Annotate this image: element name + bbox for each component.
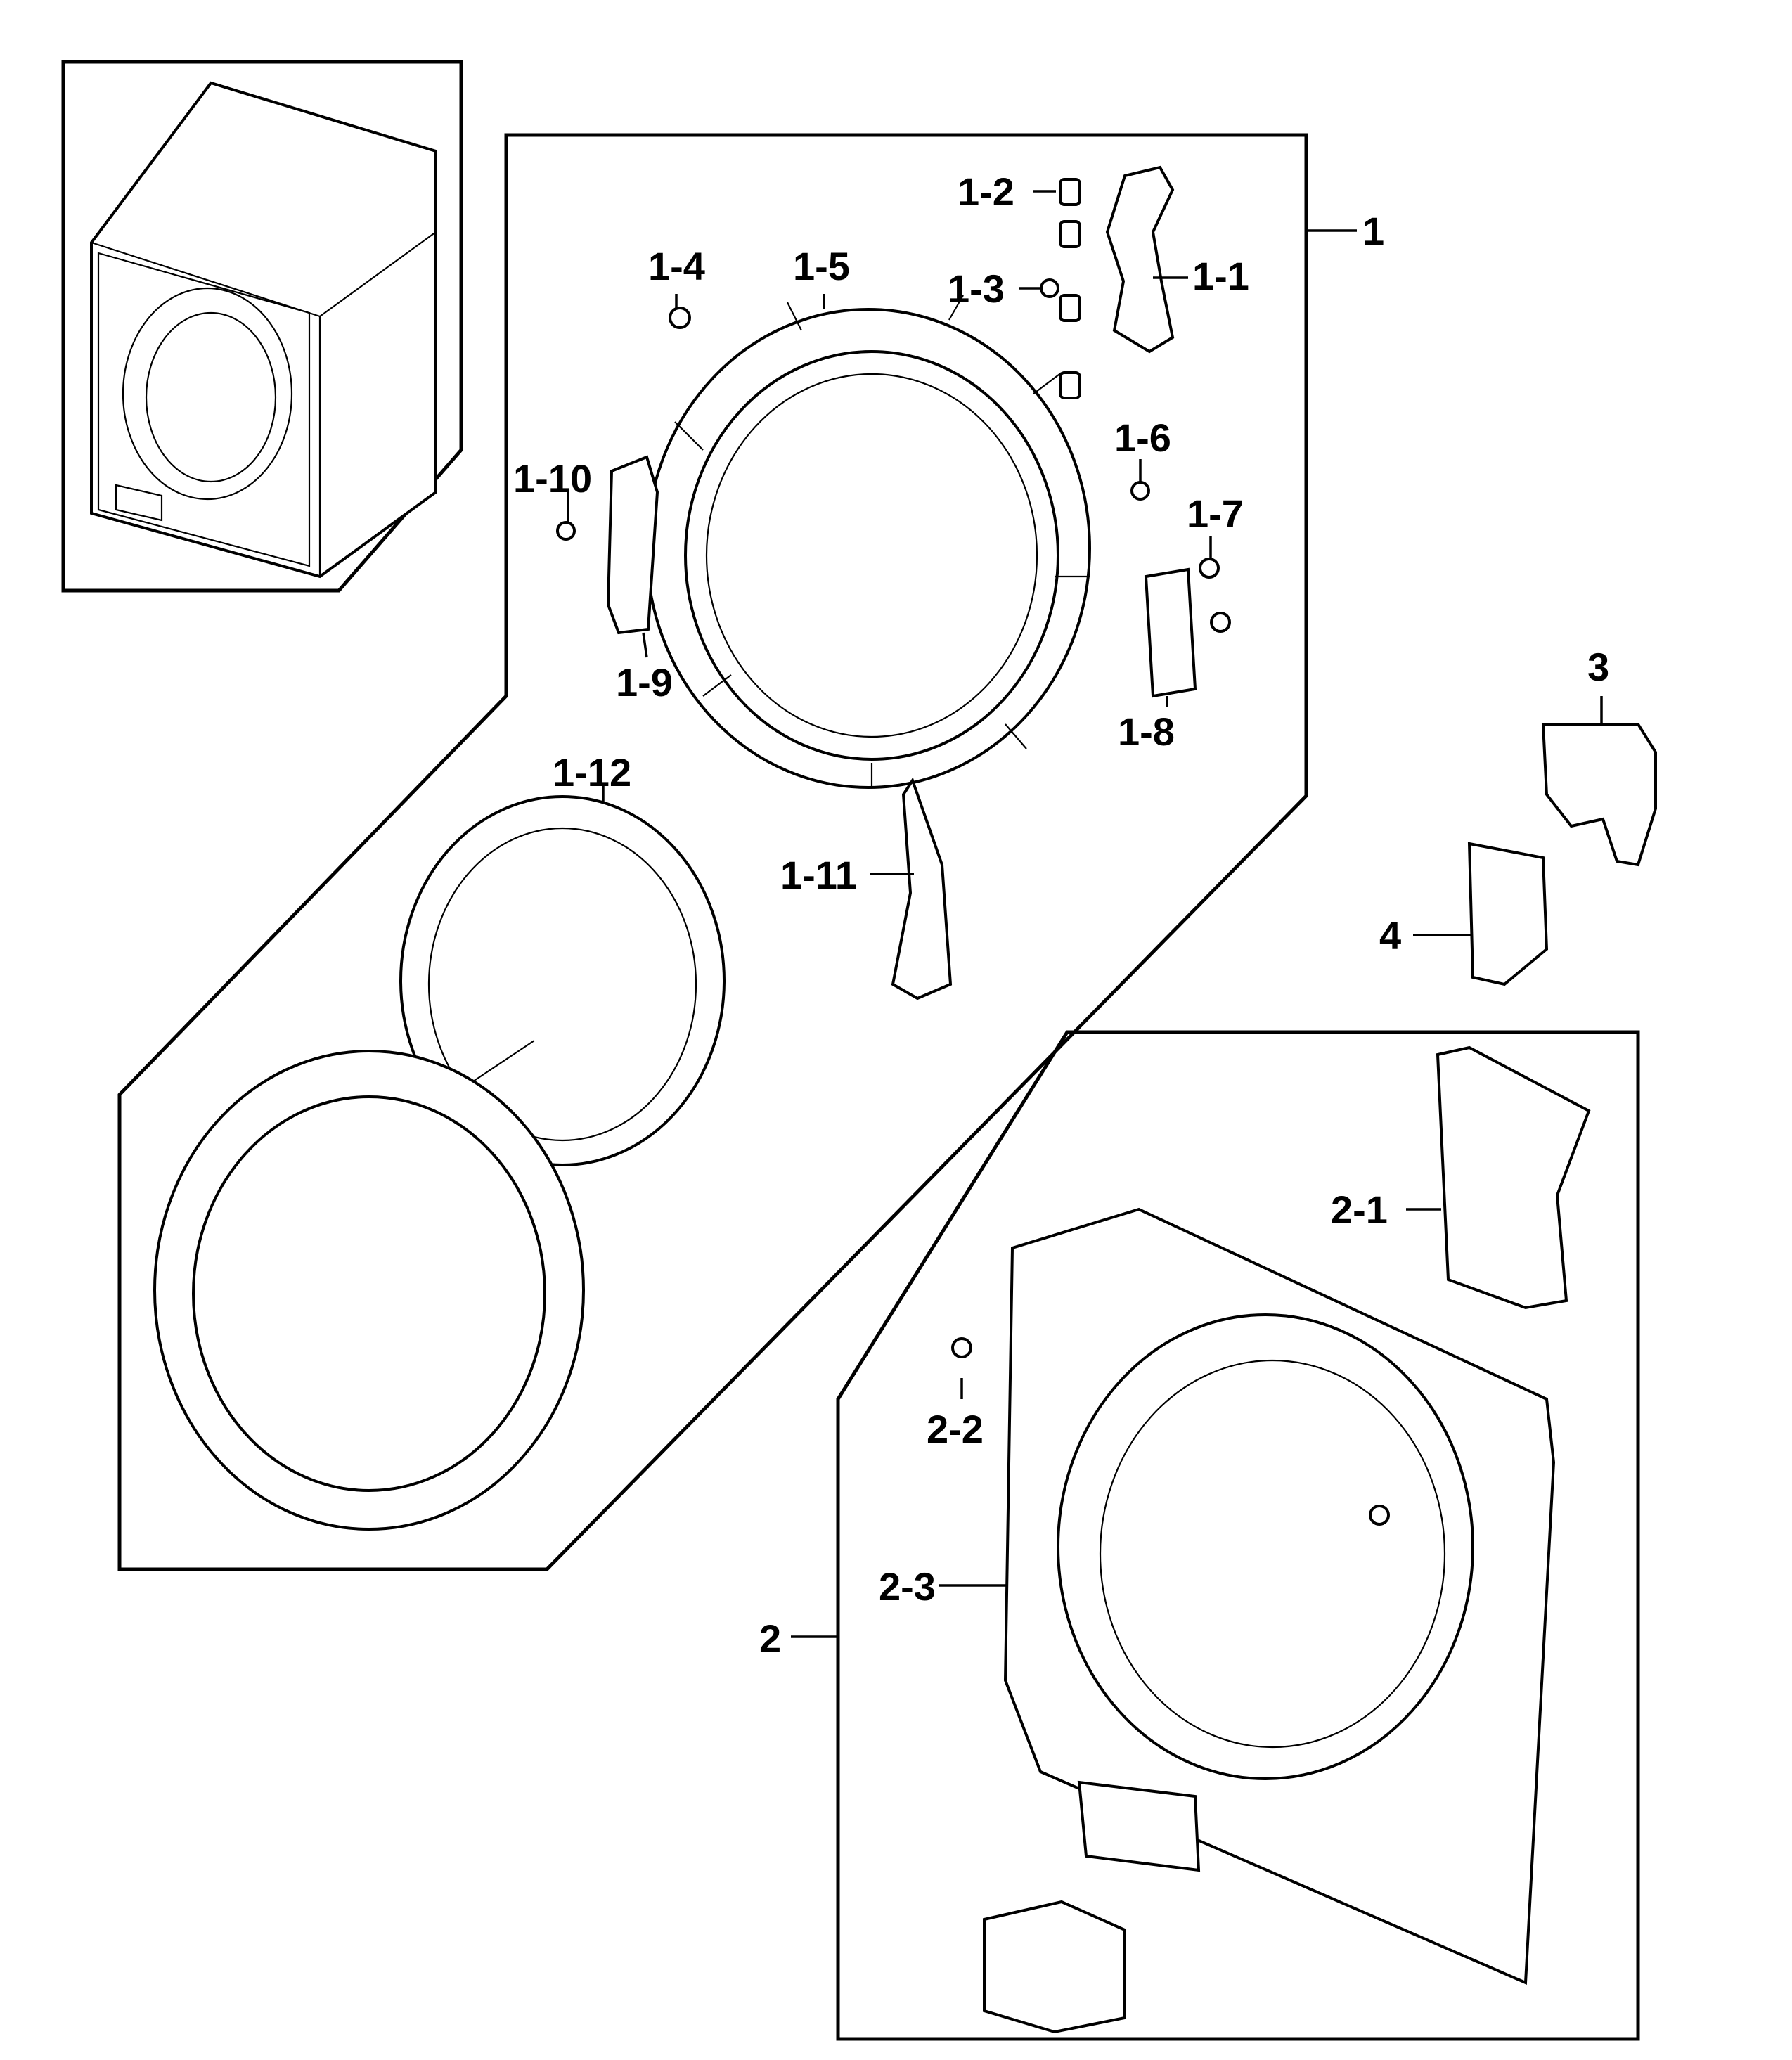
- door-ring-part: [153, 1050, 585, 1531]
- front-panel-frame: [791, 1030, 1640, 2041]
- appliance-overview-inset: [61, 60, 463, 593]
- screw-2-2-part: [951, 1337, 972, 1358]
- door-glass-part: [399, 795, 726, 1166]
- label-1-9: 1-9: [616, 660, 673, 704]
- handle-part: [891, 777, 953, 1000]
- label-1-11: 1-11: [780, 853, 857, 897]
- label-1-12: 1-12: [553, 750, 631, 794]
- door-assembly-frame: [117, 133, 1357, 1571]
- front-panel-part: [983, 1207, 1556, 2034]
- label-1-2: 1-2: [958, 169, 1014, 214]
- part-labels: 1 1-1 1-2 1-3 1-4 1-5 1-6 1-7 1-8 1-9 1-…: [513, 169, 1609, 1661]
- label-1-8: 1-8: [1118, 709, 1175, 754]
- label-1-5: 1-5: [793, 244, 850, 288]
- leader-lines: [567, 190, 1603, 1587]
- hinge-part: [1059, 165, 1175, 399]
- hinge-plate-part: [606, 455, 659, 635]
- label-1-10: 1-10: [513, 456, 592, 501]
- label-1-6: 1-6: [1114, 416, 1171, 460]
- label-2: 2: [759, 1616, 781, 1661]
- label-1-3: 1-3: [948, 266, 1005, 311]
- screw-parts: [556, 278, 1231, 633]
- label-1: 1: [1362, 209, 1384, 253]
- door-frame-part: [645, 295, 1091, 789]
- label-2-2: 2-2: [927, 1407, 984, 1451]
- switch-part: [1467, 842, 1549, 986]
- bracket-part: [1436, 1045, 1591, 1310]
- label-2-1: 2-1: [1331, 1187, 1388, 1232]
- label-1-7: 1-7: [1187, 491, 1244, 536]
- cover-part: [1541, 723, 1657, 867]
- label-1-4: 1-4: [648, 244, 705, 288]
- label-4: 4: [1379, 913, 1401, 958]
- label-3: 3: [1587, 645, 1609, 689]
- latch-part: [1144, 567, 1197, 698]
- label-2-3: 2-3: [879, 1564, 936, 1609]
- label-1-1: 1-1: [1192, 254, 1249, 298]
